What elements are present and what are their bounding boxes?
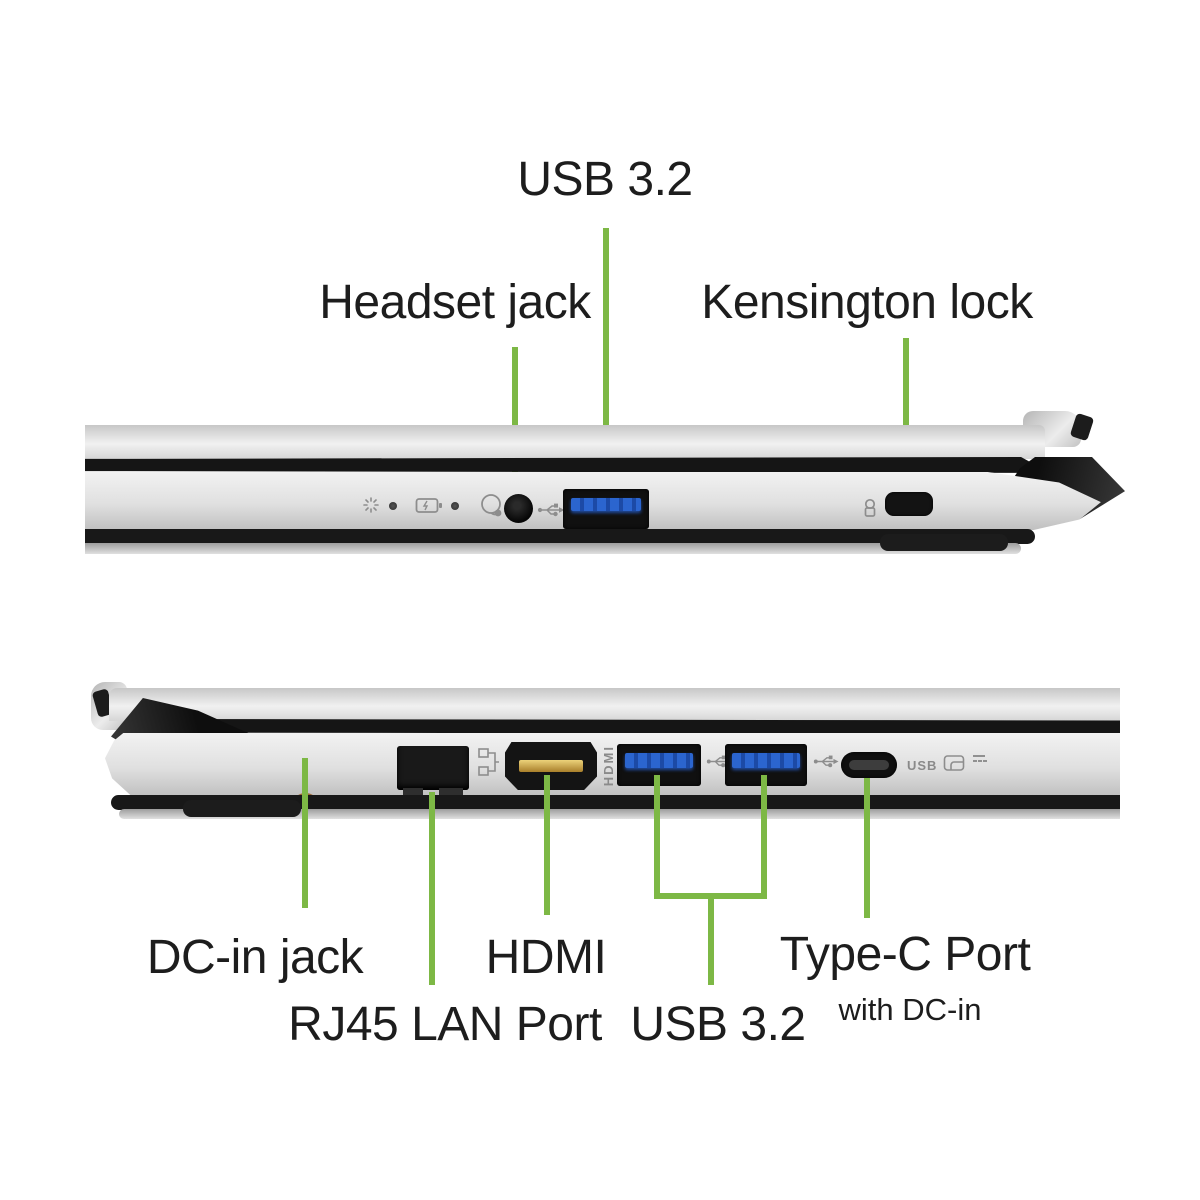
- typec-rating-marks: [973, 760, 977, 762]
- lid-base-gap: [125, 719, 1120, 734]
- usb-a-port-2: [725, 744, 807, 786]
- headset-icon: [481, 494, 502, 517]
- rj45-lan-port: [397, 746, 469, 790]
- power-led: [389, 502, 397, 510]
- rubber-foot: [880, 534, 1008, 551]
- kensington-lock-slot: [885, 492, 933, 516]
- usb-c-inner: [848, 760, 890, 770]
- leader-line-dcin: [302, 758, 308, 908]
- usb-a-port-1: [617, 744, 701, 786]
- power-status-icon: [363, 497, 379, 513]
- leader-line-kensington: [903, 338, 909, 490]
- leader-line-typec: [864, 778, 870, 918]
- leader-line-hdmi: [544, 775, 550, 915]
- typec-rating-marks: [978, 760, 982, 762]
- label-usb-3-2-bottom: USB 3.2: [630, 998, 806, 1051]
- hdmi-port: [505, 742, 597, 790]
- label-type-c-subtitle: with DC-in: [838, 992, 982, 1027]
- typec-rating-marks: [983, 760, 987, 762]
- base-bottom-sliver: [119, 809, 1120, 819]
- lan-network-icon: [478, 748, 499, 776]
- usb-trident-icon: [813, 755, 839, 768]
- leader-line-usb-center: [708, 897, 714, 985]
- lid-edge: [109, 688, 1120, 721]
- lid-base-gap: [85, 457, 1050, 473]
- rubber-foot: [183, 800, 301, 817]
- hdmi-slot: [518, 760, 584, 772]
- leader-line-usb-right: [761, 775, 767, 897]
- base-edge: [85, 472, 1101, 530]
- label-type-c-port: Type-C Port: [779, 928, 1031, 981]
- label-hdmi: HDMI: [485, 931, 607, 984]
- laptop-right-side-view: [85, 411, 1125, 560]
- laptop-left-side-view: HDMI: [85, 668, 1120, 828]
- usb-a-tab: [732, 753, 800, 768]
- battery-status-icon: [415, 498, 442, 513]
- leader-line-usb-top: [603, 228, 609, 490]
- usb-c-port: [841, 752, 897, 778]
- hdmi-marking: HDMI: [601, 745, 616, 787]
- label-usb-3-2-top: USB 3.2: [517, 153, 693, 206]
- usb-a-tab: [570, 497, 642, 512]
- headset-jack-port: [504, 494, 533, 523]
- label-rj45-lan-port: RJ45 LAN Port: [288, 998, 602, 1051]
- label-headset-jack: Headset jack: [319, 276, 591, 329]
- battery-led: [451, 502, 459, 510]
- usb-a-port-top: [563, 489, 649, 529]
- usb-marking: USB: [907, 758, 938, 773]
- leader-line-usb-left: [654, 775, 660, 897]
- leader-line-rj45: [429, 792, 435, 985]
- base-bottom-sliver: [85, 543, 1021, 554]
- lid-edge: [85, 425, 1045, 459]
- leader-line-headset: [512, 347, 518, 490]
- label-kensington-lock: Kensington lock: [701, 276, 1033, 329]
- typec-rating-marks: [973, 755, 985, 757]
- leader-bar-usb: [654, 893, 767, 899]
- base-bottom-stripe: [85, 529, 1035, 544]
- base-edge: HDMI: [105, 733, 1120, 796]
- usb-a-tab: [624, 753, 694, 768]
- kensington-lock-icon: [864, 498, 876, 517]
- display-out-icon: [943, 755, 965, 771]
- label-dc-in-jack: DC-in jack: [146, 931, 364, 984]
- usb-trident-icon: [537, 503, 565, 517]
